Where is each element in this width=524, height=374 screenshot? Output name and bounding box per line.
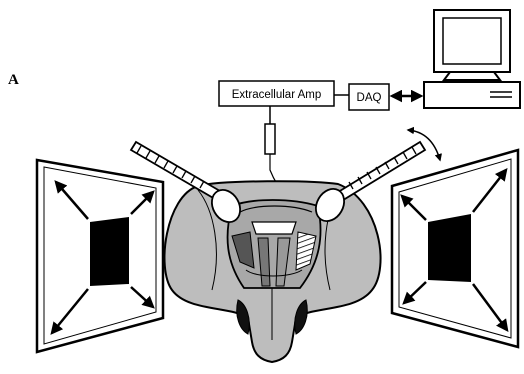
amplifier-label: Extracellular Amp [232,89,321,101]
amplifier-box: Extracellular Amp [219,81,334,106]
right-stimulus-screen [392,150,518,347]
daq-box: DAQ [349,84,389,110]
monitor-icon [434,10,510,80]
left-stimulus-square [90,217,129,286]
computer-icon [424,10,520,108]
panel-label: A [8,72,19,89]
fly-head-icon [164,181,380,362]
daq-label: DAQ [357,92,382,104]
right-stimulus-square [428,214,471,282]
left-stimulus-screen [37,160,163,352]
